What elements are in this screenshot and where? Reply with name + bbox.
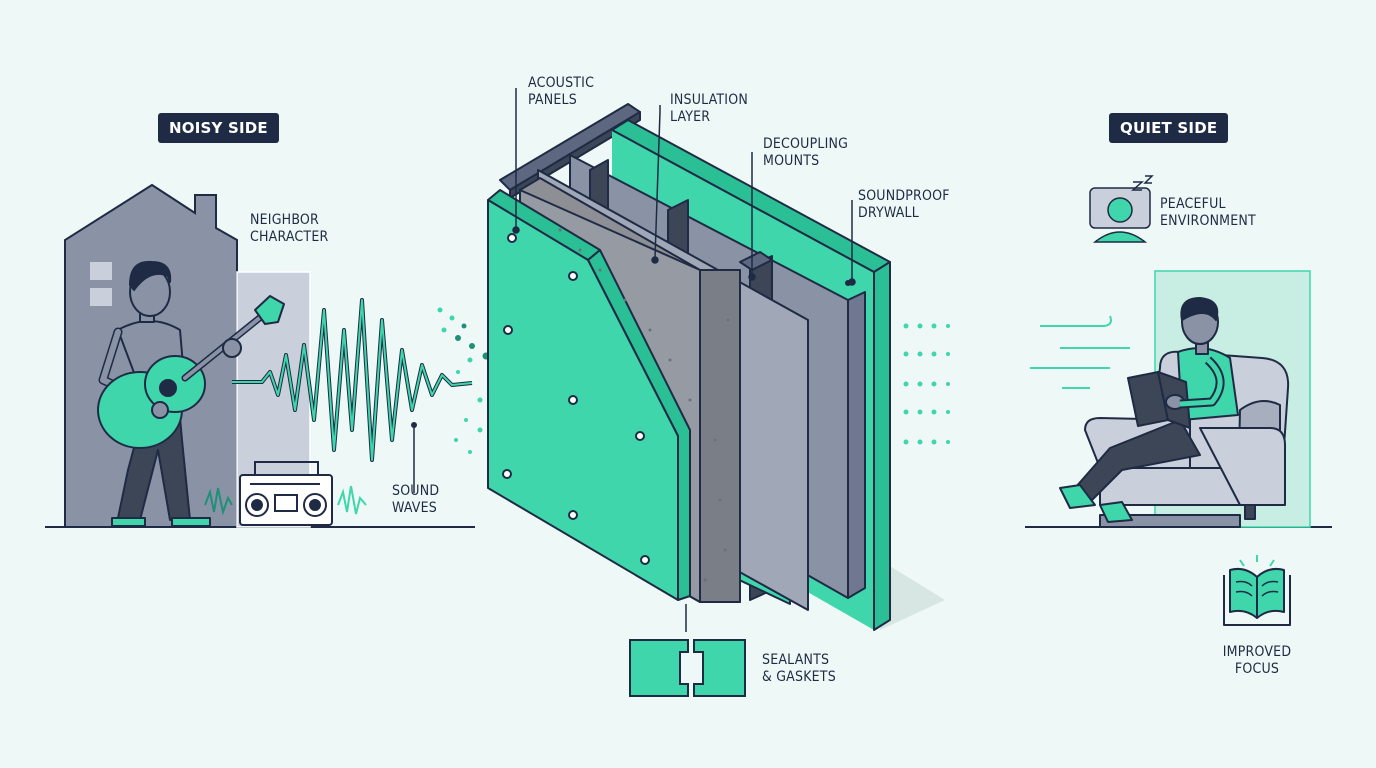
- noisy-side-tag: NOISY SIDE: [158, 113, 279, 143]
- wall-label-leaders: [512, 88, 856, 632]
- decoupling-mounts-label: DECOUPLING MOUNTS: [763, 136, 849, 169]
- open-book-icon: [1223, 555, 1291, 626]
- sealants-gaskets-label: SEALANTS & GASKETS: [762, 652, 836, 685]
- interlocking-gasket-icon: [629, 639, 746, 697]
- guitarist-neighbor: [97, 260, 285, 527]
- sound-particles-right: [903, 323, 950, 445]
- peaceful-environment-label: PEACEFUL ENVIRONMENT: [1160, 196, 1256, 229]
- insulation-layer-label: INSULATION LAYER: [670, 92, 748, 125]
- acoustic-panels-label: ACOUSTIC PANELS: [528, 75, 595, 108]
- quiet-side-tag: QUIET SIDE: [1109, 113, 1229, 143]
- speed-lines: [1030, 315, 1130, 389]
- reading-person-armchair: [1059, 297, 1290, 528]
- small-wave-right: [337, 485, 367, 515]
- soundproof-drywall-label: SOUNDPROOF DRYWALL: [858, 188, 950, 221]
- neighbor-character-label: NEIGHBOR CHARACTER: [250, 212, 329, 245]
- insulation-texture: [558, 228, 730, 582]
- boombox: [239, 461, 333, 526]
- sleeping-person-icon: [1089, 175, 1154, 243]
- small-wave-left: [204, 487, 233, 516]
- improved-focus-label: IMPROVED FOCUS: [1222, 644, 1292, 677]
- sound-wave: [232, 298, 473, 462]
- wall-assembly: [487, 103, 945, 631]
- sound-waves-label: SOUND WAVES: [392, 483, 440, 516]
